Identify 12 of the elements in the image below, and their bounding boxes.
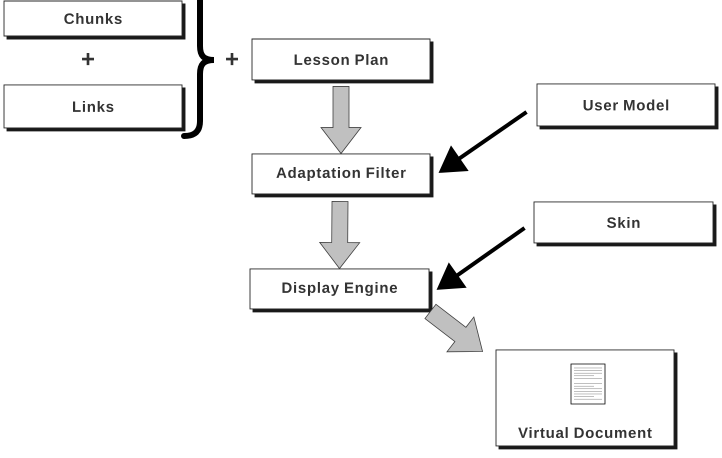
plus-sign: + <box>82 52 94 66</box>
process-box: Adaptation Filter <box>252 154 434 198</box>
process-box: Skin <box>534 202 716 246</box>
plus-sign: + <box>226 52 238 66</box>
process-box: Display Engine <box>250 268 432 312</box>
block-arrow <box>318 200 361 270</box>
document-box: Virtual Document <box>496 350 678 450</box>
process-box: Chunks <box>4 0 186 40</box>
process-box: User Model <box>536 84 718 130</box>
block-arrow <box>320 86 362 154</box>
process-box: Lesson Plan <box>252 38 434 84</box>
process-box: Links <box>4 84 186 132</box>
